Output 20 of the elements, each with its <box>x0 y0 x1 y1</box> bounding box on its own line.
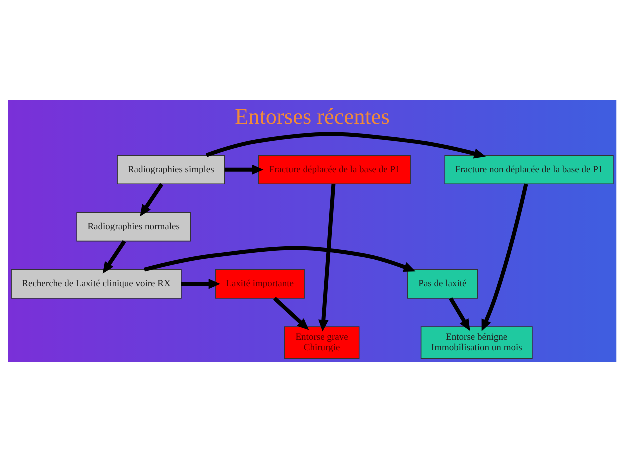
node-box: Entorse grave Chirurgie <box>284 326 360 360</box>
node-box: Radiographies normales <box>76 212 191 242</box>
arrow <box>140 183 164 217</box>
node-box: Entorse bénigne Immobilisation un mois <box>420 326 533 360</box>
node-box: Laxité importante <box>215 270 305 299</box>
arrow <box>318 184 336 332</box>
arrow <box>144 246 416 272</box>
arrow <box>206 132 486 159</box>
node-box: Radiographies simples <box>117 155 226 185</box>
arrow <box>102 240 126 274</box>
arrow <box>273 297 310 330</box>
arrow <box>449 298 470 332</box>
node-box: Fracture non déplacée de la base de P1 <box>444 155 614 185</box>
arrow <box>482 184 528 332</box>
arrow <box>182 279 221 290</box>
diagram-title: Entorses récentes <box>235 104 390 130</box>
arrow <box>224 164 264 175</box>
node-box: Pas de laxité <box>407 270 478 299</box>
node-box: Recherche de Laxité clinique voire RX <box>11 270 182 299</box>
node-box: Fracture déplacée de la base de P1 <box>258 155 411 185</box>
